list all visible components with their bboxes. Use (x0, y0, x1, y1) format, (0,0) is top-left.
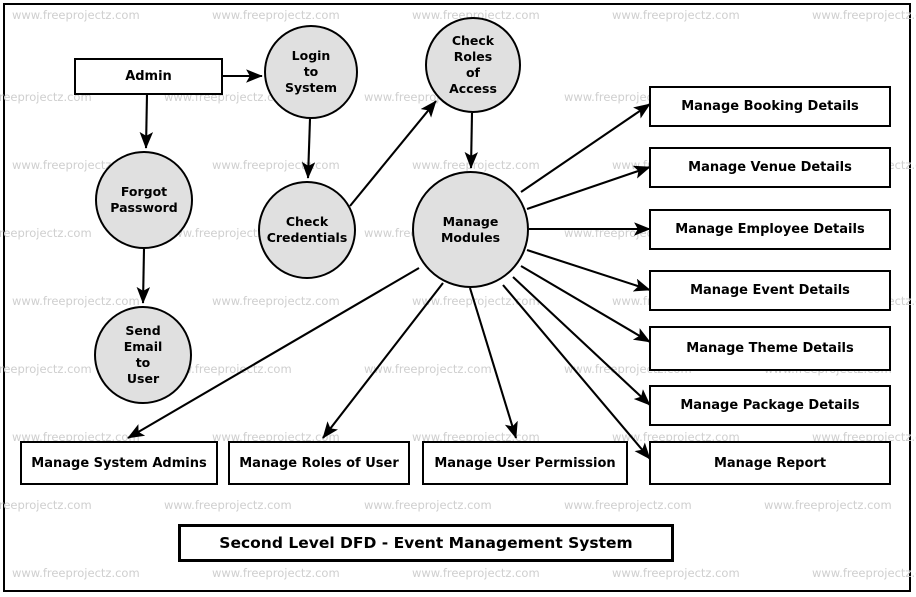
module-box-manage-user-permission[interactable]: Manage User Permission (422, 441, 628, 485)
diagram-border (3, 3, 911, 592)
edge-admin-to-forgot-password (139, 93, 154, 149)
module-box-manage-booking-details[interactable]: Manage Booking Details (649, 86, 891, 127)
module-box-label: Manage Report (713, 455, 827, 471)
edge-manage-modules-to-booking (520, 103, 651, 193)
edge-manage-modules-to-system-admins (127, 267, 420, 439)
module-box-label: Manage Roles of User (239, 455, 399, 471)
edge-manage-modules-to-package (512, 276, 651, 406)
page-title: Second Level DFD - Event Management Syst… (219, 534, 633, 552)
module-box-label: Manage Theme Details (686, 341, 854, 356)
module-box-manage-event-details[interactable]: Manage Event Details (649, 270, 891, 311)
module-box-manage-report[interactable]: Manage Report (649, 441, 891, 485)
module-box-label: Manage System Admins (31, 455, 207, 471)
module-box-manage-package-details[interactable]: Manage Package Details (649, 385, 891, 426)
module-box-manage-system-admins[interactable]: Manage System Admins (20, 441, 218, 485)
module-box-manage-theme-details[interactable]: Manage Theme Details (649, 326, 891, 371)
entity-admin[interactable]: Admin (74, 58, 223, 95)
edge-login-to-check-credentials (301, 118, 316, 179)
module-box-label: Manage User Permission (434, 455, 616, 471)
module-box-manage-employee-details[interactable]: Manage Employee Details (649, 209, 891, 250)
edge-manage-modules-to-venue (526, 165, 651, 210)
entity-admin-label: Admin (125, 69, 172, 84)
module-box-label: Manage Package Details (680, 398, 860, 413)
diagram-title-box: Second Level DFD - Event Management Syst… (178, 524, 674, 562)
edge-manage-modules-to-user-permission (468, 287, 518, 439)
module-box-label: Manage Booking Details (681, 99, 859, 114)
edge-forgot-password-to-send-email (136, 248, 151, 304)
edge-check-credentials-to-check-roles (349, 100, 437, 207)
module-box-label: Manage Employee Details (675, 222, 865, 237)
edge-check-roles-to-manage-modules (464, 112, 479, 169)
module-box-label: Manage Venue Details (688, 160, 852, 175)
module-box-manage-venue-details[interactable]: Manage Venue Details (649, 147, 891, 188)
edge-manage-modules-to-theme (520, 265, 651, 343)
edge-manage-modules-to-roles-of-user (322, 282, 444, 439)
edge-manage-modules-to-report (502, 284, 651, 460)
module-box-manage-roles-of-user[interactable]: Manage Roles of User (228, 441, 410, 485)
edge-manage-modules-to-event (526, 249, 651, 292)
module-box-label: Manage Event Details (690, 283, 850, 298)
